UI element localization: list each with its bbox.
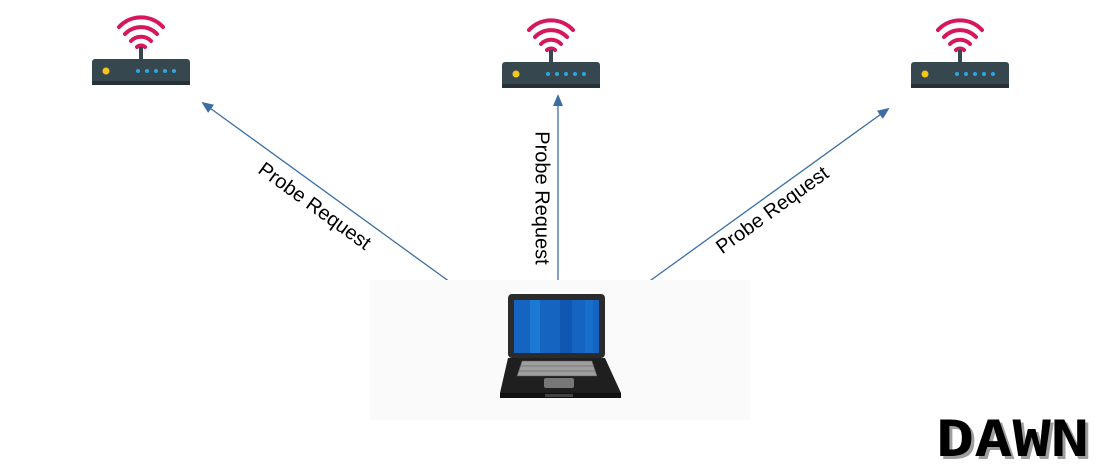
logo-text-shadow: DAWN [939, 413, 1092, 471]
edge-label-right: Probe Request [712, 162, 833, 258]
arrow-to-router-right [639, 107, 890, 289]
dawn-logo: DAWN DAWN [936, 410, 1092, 471]
router-left [90, 15, 192, 88]
router-icon [909, 18, 1011, 91]
router-right [909, 18, 1011, 91]
logo-text: DAWN [936, 410, 1089, 468]
edge-label-center: Probe Request [531, 131, 553, 265]
laptop-icon [370, 280, 750, 420]
router-icon [500, 18, 602, 91]
edge-label-left: Probe Request [254, 158, 375, 254]
arrow-to-router-left [201, 101, 451, 283]
router-icon [90, 15, 192, 88]
router-center [500, 18, 602, 91]
laptop [370, 280, 750, 420]
